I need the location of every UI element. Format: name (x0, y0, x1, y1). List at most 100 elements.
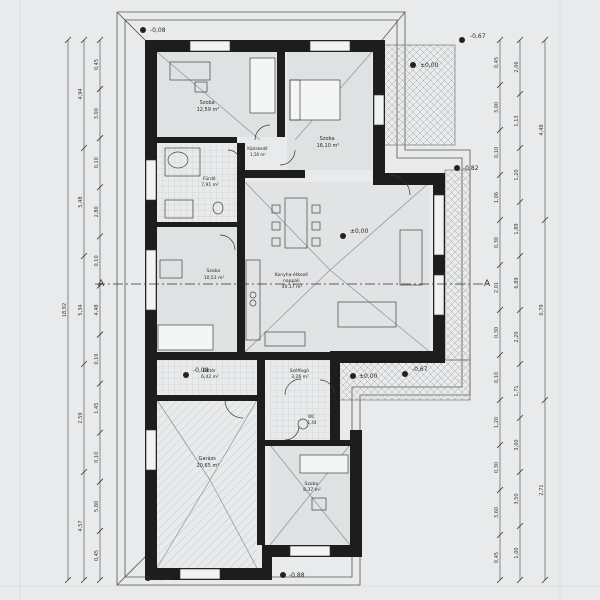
dimension-tick (96, 134, 104, 142)
dimension-label: 0,10 (494, 372, 500, 383)
svg-text:-0,73: -0,73 (155, 575, 171, 582)
dimension-tick (96, 331, 104, 338)
dimension-tick (80, 252, 88, 260)
dimension-label: 18,92 (62, 303, 68, 317)
level-marker: ±0,00 (410, 62, 439, 69)
room-garage: Garázs 20,65 m² (197, 455, 220, 469)
dimension-tick (96, 576, 104, 584)
terrace-right (444, 169, 471, 361)
dimension-chain-right-outer: 4,480,792,71 (539, 36, 549, 584)
dimension-tick (516, 90, 524, 98)
dimension-tick (516, 306, 524, 314)
dimension-tick (516, 522, 524, 530)
dimension-label: 2,59 (78, 412, 84, 423)
dimension-tick (96, 282, 104, 289)
dimension-label: 5,48 (78, 196, 84, 207)
level-marker: -0,67 (459, 33, 486, 43)
dimension-label: 4,94 (78, 88, 84, 99)
dimension-tick (80, 360, 88, 368)
furniture (157, 57, 423, 511)
dimension-tick (496, 576, 504, 584)
level-markers: ±0,00 -0,08 -0,67 -0,82 ±0,00 -0,08 ±0,0… (140, 27, 486, 582)
dimension-label: 0,79 (539, 304, 545, 315)
dimension-label: 1,71 (514, 385, 520, 396)
dimension-label: 0,30 (494, 462, 500, 473)
dimension-label: 0,45 (94, 59, 100, 70)
dimension-label: 2,06 (514, 61, 520, 72)
dimension-tick (541, 216, 549, 224)
terrace-top-right (379, 44, 456, 146)
dimension-chain-left-inner: 0,453,000,102,800,104,480,101,450,105,80… (94, 36, 104, 584)
dimension-label: 1,45 (94, 403, 100, 414)
dimension-label: 2,20 (514, 331, 520, 342)
dimension-tick (496, 396, 504, 404)
room-bathroom: Fürdő 7,91 m² (201, 176, 219, 188)
svg-text:±0,00: ±0,00 (420, 62, 439, 69)
dimension-label: 0,10 (94, 452, 100, 463)
dimension-label: 0,45 (494, 57, 500, 68)
dimension-tick (496, 531, 504, 539)
section-label-right: A (484, 279, 491, 289)
dimension-label: 0,10 (94, 255, 100, 266)
dimension-tick (541, 576, 549, 584)
dimension-tick (496, 486, 504, 494)
dimension-tick (496, 216, 504, 224)
dimension-label: 3,00 (494, 102, 500, 113)
dimension-tick (80, 144, 88, 152)
dimension-label: 2,71 (539, 484, 545, 495)
dimension-label: 1,06 (494, 192, 500, 203)
room-bedroom-bottom: Szoba 8,37 m² (303, 481, 321, 493)
svg-text:±0,00: ±0,00 (350, 228, 369, 235)
dimension-tick (541, 396, 549, 404)
room-study: Szoba 10,51 m² (204, 268, 225, 281)
dimension-label: 2,80 (94, 206, 100, 217)
svg-text:-0,67: -0,67 (470, 33, 486, 40)
dimension-tick (496, 81, 504, 89)
dimension-tick (96, 478, 104, 486)
dimension-tick (96, 36, 104, 44)
dimension-label: 1,20 (514, 169, 520, 180)
dimension-tick (496, 261, 504, 269)
level-marker: ±0,00 (340, 228, 369, 239)
dimension-tick (496, 36, 504, 44)
dimension-label: 4,57 (78, 520, 84, 531)
dimension-tick (496, 351, 504, 359)
svg-text:-0,08: -0,08 (150, 27, 166, 34)
room-bedroom-top-right: Szoba 16,10 m² (317, 136, 340, 149)
dimension-tick (96, 429, 104, 437)
dimension-label: 6,89 (514, 277, 520, 288)
dimension-tick (64, 36, 72, 44)
dimension-label: 3,00 (94, 108, 100, 119)
dimension-label: 0,10 (94, 354, 100, 365)
dimension-label: 1,89 (514, 223, 520, 234)
dimension-label: 0,30 (494, 327, 500, 338)
dimension-tick (80, 468, 88, 476)
dimension-tick (96, 183, 104, 191)
dimension-chain-right-mid: 2,061,131,201,896,892,201,713,003,501,00 (514, 36, 524, 584)
svg-text:-0,88: -0,88 (289, 572, 305, 579)
level-marker: -0,67 (402, 366, 428, 377)
dimension-label: 3,60 (494, 507, 500, 518)
svg-text:-0,82: -0,82 (463, 165, 479, 172)
windows (145, 40, 445, 580)
room-living-kitchen: Konyha-étkező nappali 40,17 m² (275, 271, 310, 290)
dimension-label: 1,13 (514, 115, 520, 126)
svg-text:±0,00: ±0,00 (359, 373, 378, 380)
dimension-label: 5,34 (78, 304, 84, 315)
svg-text:-0,08: -0,08 (193, 367, 209, 374)
dimension-label: 4,48 (94, 304, 100, 315)
dimension-tick (496, 171, 504, 179)
dimension-label: 2,01 (494, 282, 500, 293)
dimension-label: 1,00 (514, 547, 520, 558)
room-labels: Szoba 12,59 m² Szoba 16,10 m² Közlekedő … (197, 100, 340, 493)
level-marker: -0,73 (145, 575, 171, 582)
dimension-tick (496, 126, 504, 134)
terrace-bottom-right (334, 359, 471, 401)
dimension-tick (80, 576, 88, 584)
dimension-chain-left-mid: 4,94 5,48 5,34 2,59 4,57 (78, 36, 88, 584)
dimension-chain-right-inner: 0,453,000,101,060,302,010,300,101,200,30… (494, 36, 504, 584)
room-entry: Szélfogó 3,26 m² (290, 367, 311, 380)
dimension-label: 0,45 (94, 550, 100, 561)
